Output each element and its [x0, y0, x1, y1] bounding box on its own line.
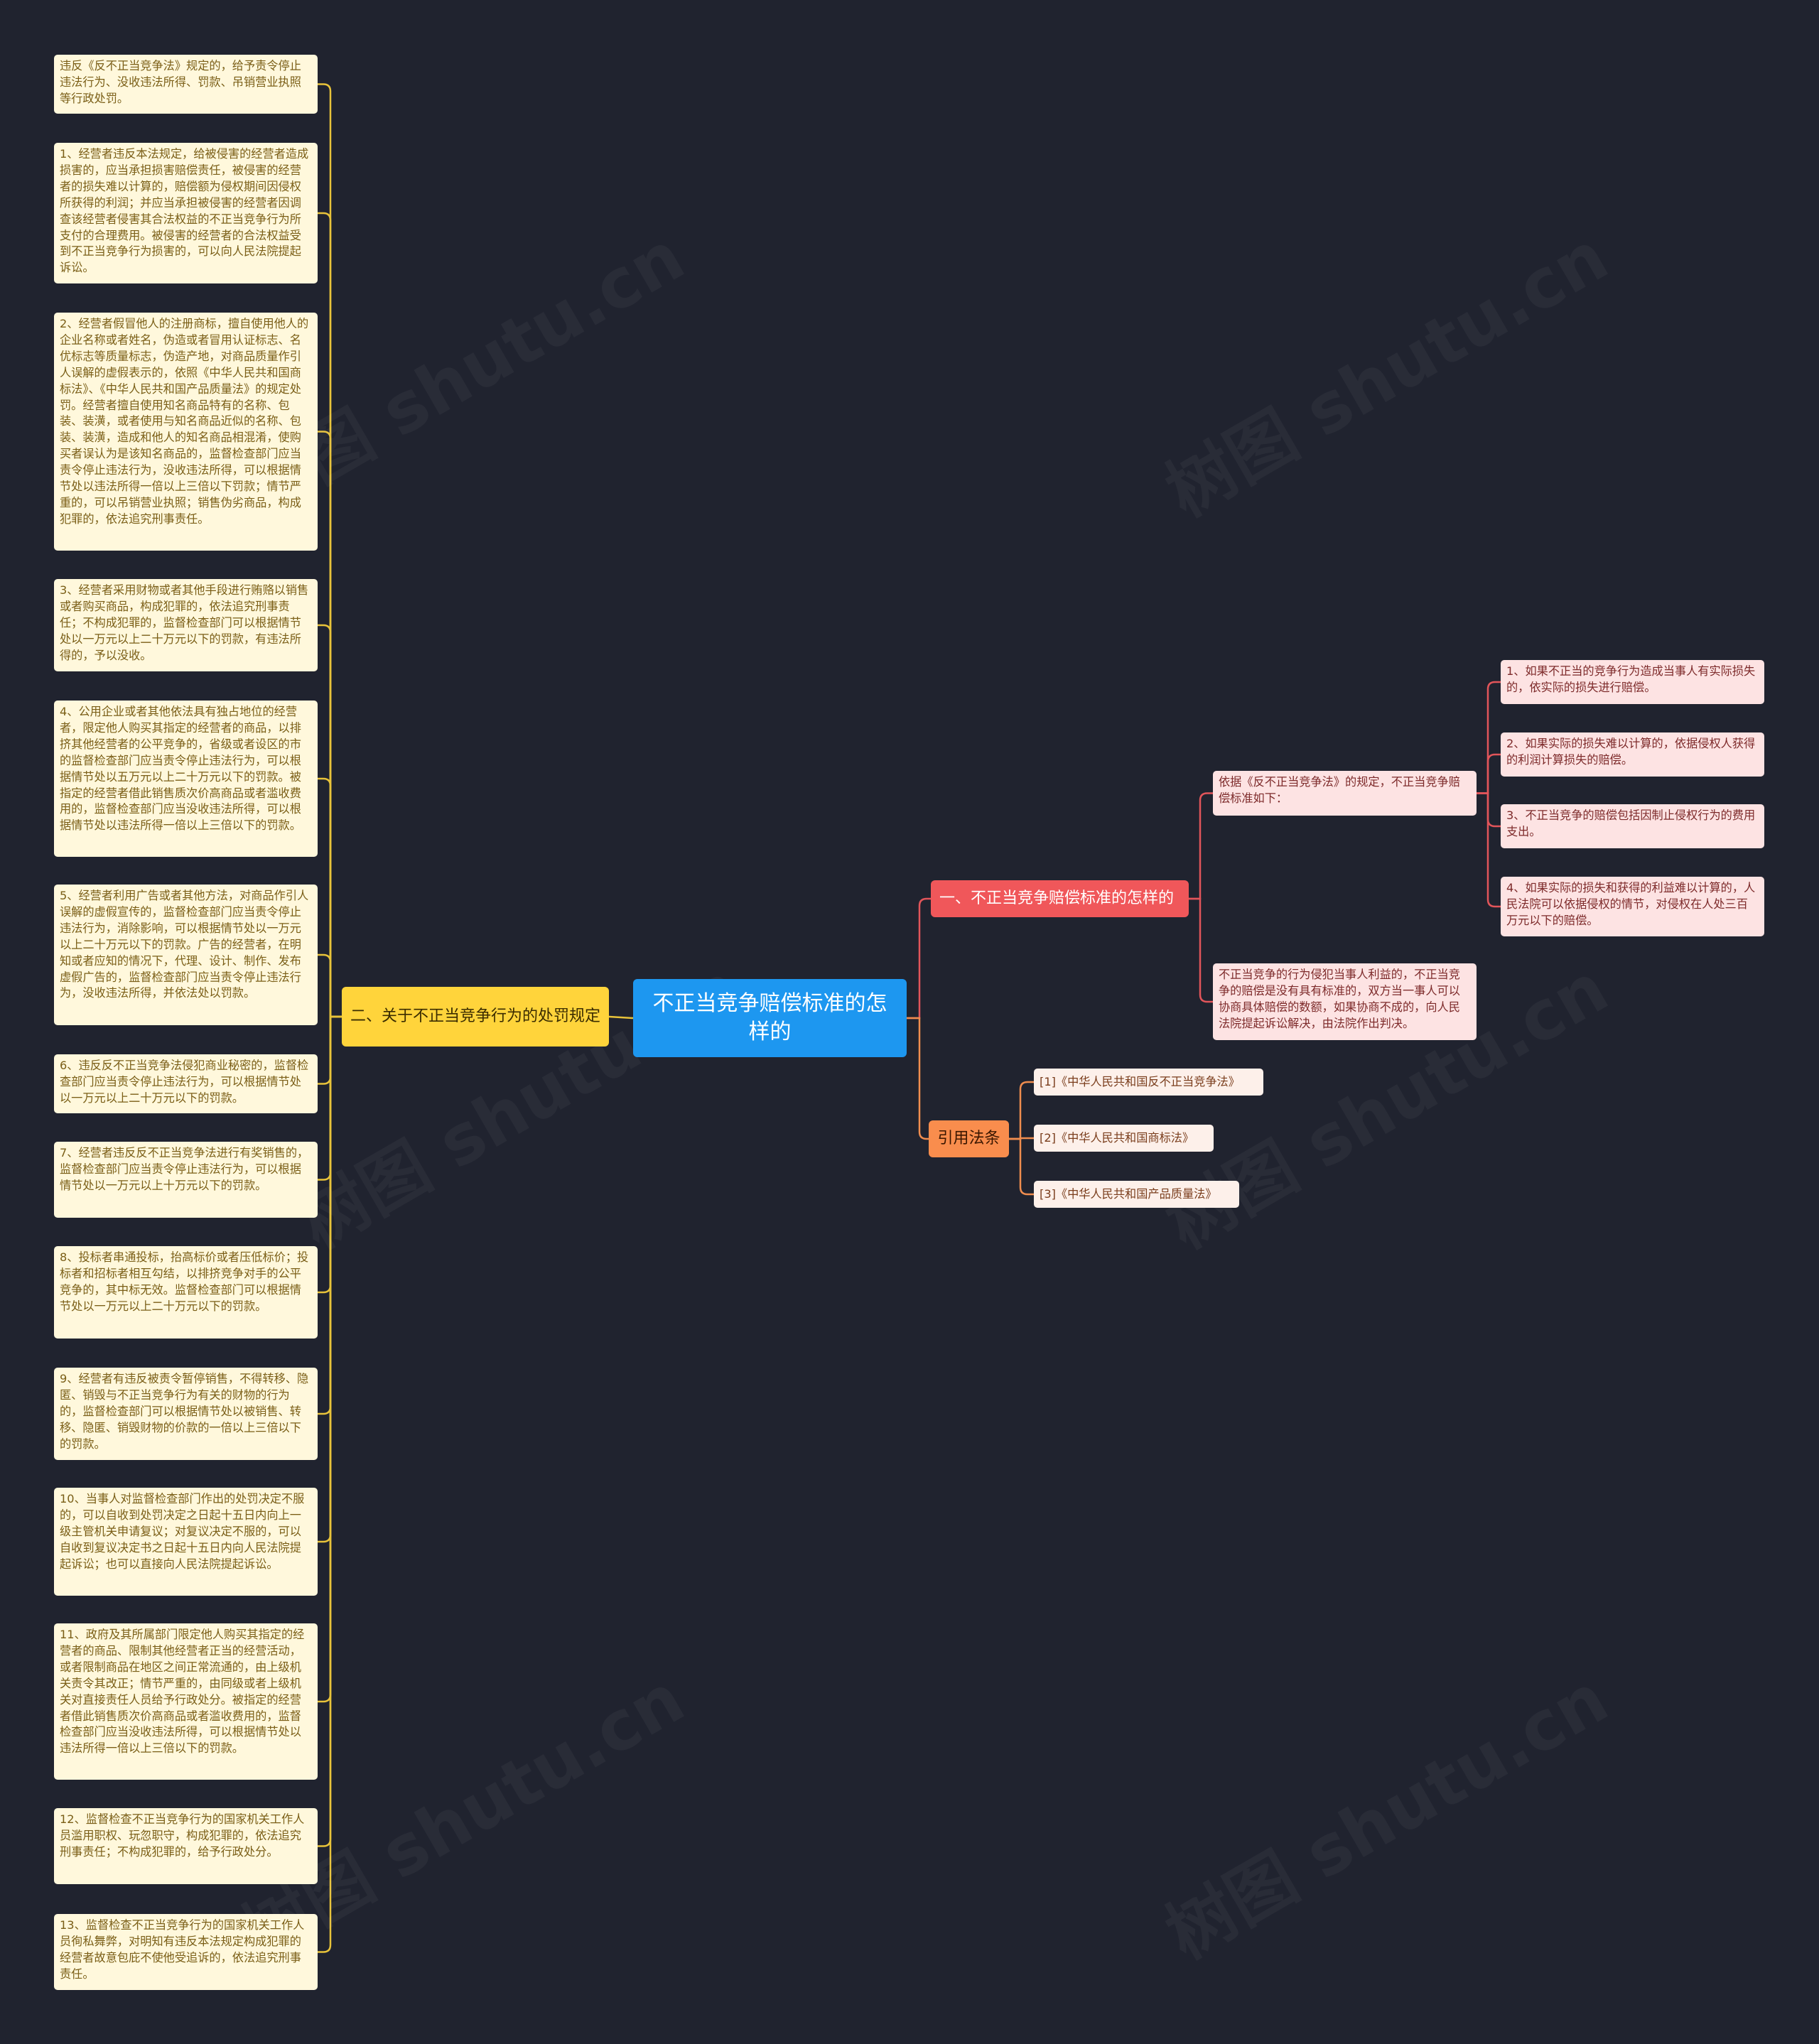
watermark: 树图 shutu.cn	[1145, 203, 1623, 536]
list-item[interactable]: 6、违反反不正当竞争法侵犯商业秘密的，监督检查部门应当责令停止违法行为，可以根据…	[54, 1054, 318, 1113]
connector-line	[316, 1015, 343, 1543]
connector-line	[316, 83, 343, 1018]
branch-compensation-standard-label: 一、不正当竞争赔偿标准的怎样的	[939, 889, 1175, 907]
connector-line	[608, 1015, 635, 1020]
branch-penalty-rules[interactable]: 二、关于不正当竞争行为的处罚规定	[342, 987, 609, 1047]
connector-line	[905, 1017, 930, 1140]
connector-line	[1008, 1137, 1035, 1140]
connector-line	[316, 1015, 343, 1085]
list-item[interactable]: 12、监督检查不正当竞争行为的国家机关工作人员滥用职权、玩忽职守，构成犯罪的，依…	[54, 1808, 318, 1884]
connector-line	[1187, 897, 1214, 1003]
list-item[interactable]: 9、经营者有违反被责令暂停销售，不得转移、隐匿、销毁与不正当竞争行为有关的财物的…	[54, 1368, 318, 1460]
list-item[interactable]: 2、经营者假冒他人的注册商标，擅自使用他人的企业名称或者姓名，伪造或者冒用认证标…	[54, 313, 318, 551]
list-item[interactable]: 10、当事人对监督检查部门作出的处罚决定不服的，可以自收到处罚决定之日起十五日内…	[54, 1488, 318, 1596]
connector-line	[316, 1015, 343, 1294]
connector-line	[316, 212, 343, 1018]
list-item[interactable]: 11、政府及其所属部门限定他人购买其指定的经营者的商品、限制其他经营者正当的经营…	[54, 1623, 318, 1780]
compensation-basis[interactable]: 依据《反不正当竞争法》的规定，不正当竞争赔偿标准如下：	[1213, 771, 1477, 816]
list-item[interactable]: 3、经营者采用财物或者其他手段进行贿赂以销售或者购买商品，构成犯罪的，依法追究刑…	[54, 579, 318, 671]
connector-line	[1008, 1137, 1035, 1196]
list-item[interactable]: 4、如果实际的损失和获得的利益难以计算的，人民法院可以依据侵权的情节，对侵权在人…	[1501, 877, 1764, 936]
connector-line	[905, 897, 932, 1020]
connector-line	[1475, 753, 1502, 794]
cited-law-link[interactable]: [3]《中华人民共和国产品质量法》	[1034, 1181, 1239, 1208]
connector-line	[316, 1015, 343, 1953]
connector-line	[1475, 681, 1502, 794]
list-item[interactable]: 5、经营者利用广告或者其他方法，对商品作引人误解的虚假宣传的，监督检查部门应当责…	[54, 885, 318, 1025]
connector-line	[316, 953, 343, 1018]
connector-line	[1008, 1081, 1035, 1140]
list-item[interactable]: 3、不正当竞争的赔偿包括因制止侵权行为的费用支出。	[1501, 804, 1764, 848]
list-item[interactable]: 4、公用企业或者其他依法具有独占地位的经营者，限定他人购买其指定的经营者的商品，…	[54, 701, 318, 857]
watermark: 树图 shutu.cn	[1145, 1645, 1623, 1978]
list-item[interactable]: 7、经营者违反反不正当竞争法进行有奖销售的，监督检查部门应当责令停止违法行为，可…	[54, 1142, 318, 1218]
root-topic[interactable]: 不正当竞争赔偿标准的怎样的	[633, 979, 907, 1057]
list-item[interactable]: 2、如果实际的损失难以计算的，依据侵权人获得的利润计算损失的赔偿。	[1501, 732, 1764, 777]
connector-line	[316, 1015, 343, 1703]
connector-line	[1187, 792, 1214, 900]
connector-line	[316, 777, 343, 1018]
connector-line	[316, 1015, 343, 1847]
branch-cited-laws[interactable]: 引用法条	[929, 1120, 1009, 1157]
cited-law-link[interactable]: [2]《中华人民共和国商标法》	[1034, 1125, 1214, 1152]
list-item[interactable]: 13、监督检查不正当竞争行为的国家机关工作人员徇私舞弊，对明知有违反本法规定构成…	[54, 1914, 318, 1990]
root-topic-label: 不正当竞争赔偿标准的怎样的	[652, 991, 887, 1044]
list-item[interactable]: 违反《反不正当竞争法》规定的，给予责令停止违法行为、没收违法所得、罚款、吊销营业…	[54, 55, 318, 114]
connector-line	[1475, 792, 1502, 908]
compensation-negotiation[interactable]: 不正当竞争的行为侵犯当事人利益的，不正当竞争的赔偿是没有具有标准的，双方当一事人…	[1213, 963, 1477, 1040]
list-item[interactable]: 1、如果不正当的竞争行为造成当事人有实际损失的，依实际的损失进行赔偿。	[1501, 660, 1764, 704]
connector-line	[316, 1015, 343, 1181]
connector-line	[316, 431, 343, 1018]
cited-law-link[interactable]: [1]《中华人民共和国反不正当竞争法》	[1034, 1069, 1263, 1096]
list-item[interactable]: 8、投标者串通投标，抬高标价或者压低标价；投标者和招标者相互勾结，以排挤竞争对手…	[54, 1246, 318, 1339]
branch-cited-laws-label: 引用法条	[937, 1130, 1000, 1147]
branch-compensation-standard[interactable]: 一、不正当竞争赔偿标准的怎样的	[931, 880, 1189, 917]
list-item[interactable]: 1、经营者违反本法规定，给被侵害的经营者造成损害的，应当承担损害赔偿责任，被侵害…	[54, 143, 318, 283]
connector-line	[1475, 792, 1502, 828]
connector-line	[316, 1015, 343, 1415]
connector-line	[316, 624, 343, 1018]
branch-penalty-rules-label: 二、关于不正当竞争行为的处罚规定	[350, 1007, 601, 1025]
